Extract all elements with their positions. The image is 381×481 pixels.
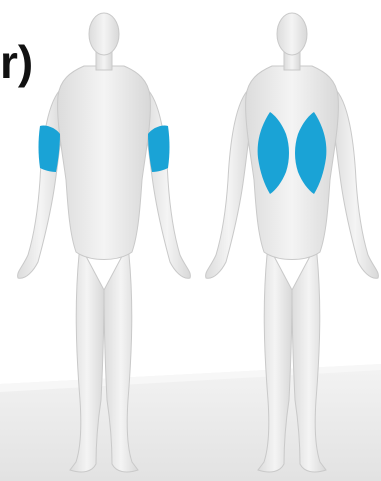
front-right-upper-arm-highlight [148, 125, 170, 172]
back-body-figure [206, 13, 379, 472]
caption-text-fragment: r) [0, 36, 33, 88]
front-left-upper-arm-highlight [39, 125, 61, 172]
front-body-figure [18, 13, 191, 472]
